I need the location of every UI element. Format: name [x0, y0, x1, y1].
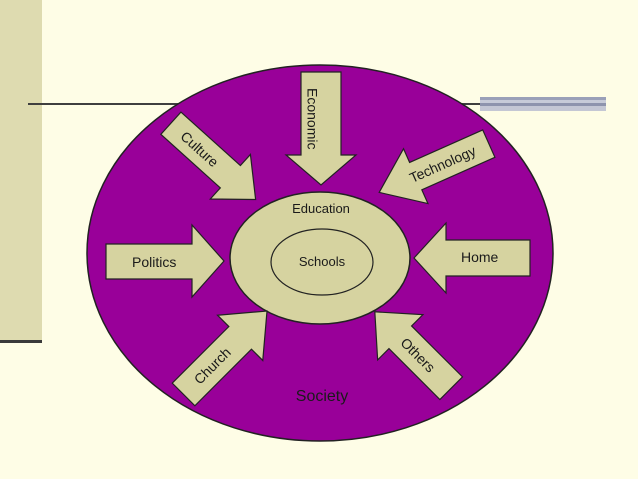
home-label: Home — [461, 249, 499, 265]
education-label: Education — [292, 201, 350, 216]
economic-arrow: Economic — [284, 71, 358, 186]
home-arrow: Home — [413, 221, 531, 295]
politics-label: Politics — [132, 254, 176, 270]
left-accent-bar — [0, 0, 42, 340]
economic-label: Economic — [304, 88, 320, 149]
society-label: Society — [296, 388, 348, 405]
schools-label: Schools — [299, 254, 346, 269]
education-ellipse — [229, 191, 411, 325]
decorative-stripe — [480, 97, 606, 111]
schools-ellipse — [270, 228, 374, 296]
left-accent-rule — [0, 340, 42, 343]
politics-arrow: Politics — [105, 223, 225, 299]
